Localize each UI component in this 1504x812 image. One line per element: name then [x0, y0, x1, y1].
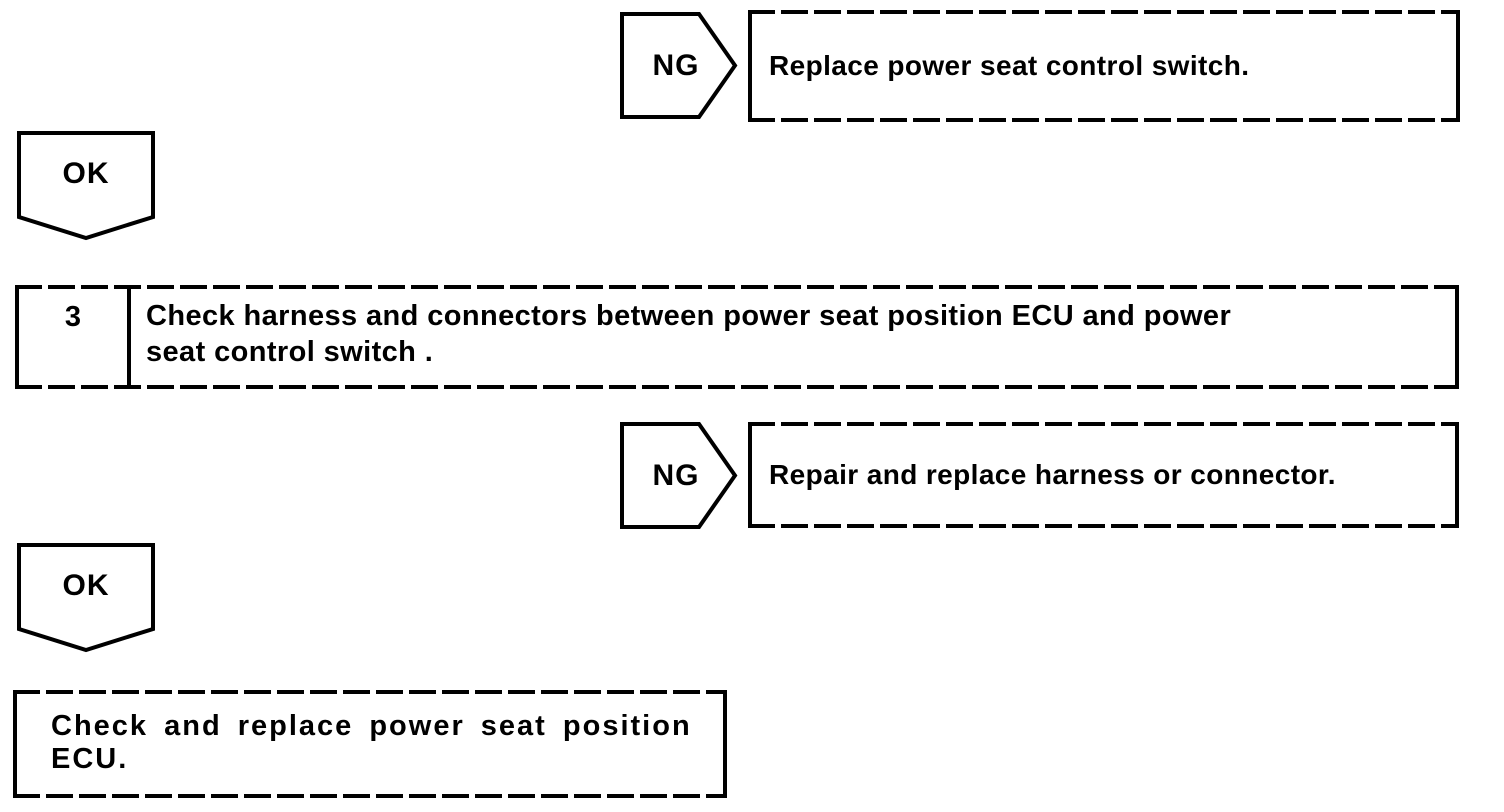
ng-pentagon-icon	[620, 12, 738, 119]
step-instruction: Check harness and connectors between pow…	[146, 300, 1232, 368]
result-box-replace-ecu: Check and replace power seat position EC…	[13, 690, 727, 798]
action-box-replace-switch: Replace power seat control switch.	[748, 10, 1460, 122]
ok-pentagon-icon	[17, 543, 155, 653]
result-box-text: Check and replace power seat position EC…	[51, 710, 692, 775]
step-box-inner: 3 Check harness and connectors between p…	[19, 285, 1455, 389]
action-box-text: Repair and replace harness or connector.	[769, 459, 1336, 490]
ok-connector-label: OK	[62, 569, 110, 602]
ng-connector-label: NG	[652, 458, 700, 492]
ng-connector-2: NG	[620, 422, 738, 529]
ng-connector-1: NG	[620, 12, 738, 119]
action-box-repair-harness: Repair and replace harness or connector.	[748, 422, 1459, 528]
ng-pentagon-icon	[620, 422, 738, 529]
step-number: 3	[19, 285, 131, 389]
ok-connector-2: OK	[17, 543, 155, 653]
ng-connector-label: NG	[652, 48, 700, 82]
step-box-3: 3 Check harness and connectors between p…	[15, 285, 1459, 389]
ok-pentagon-icon	[17, 131, 155, 241]
ok-connector-label: OK	[62, 157, 110, 190]
action-box-text: Replace power seat control switch.	[769, 50, 1250, 81]
ok-connector-1: OK	[17, 131, 155, 241]
